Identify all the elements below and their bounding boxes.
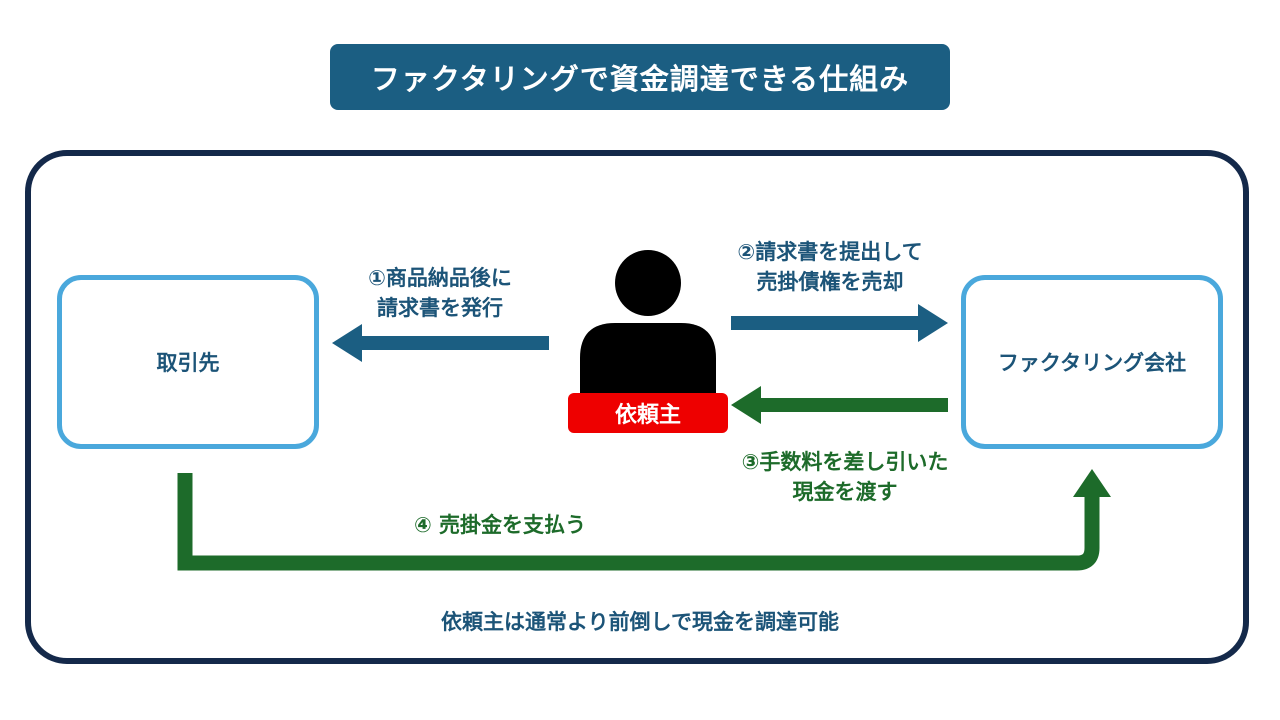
arrow-sell-receivable — [731, 304, 948, 342]
step-4-line-1: ④ 売掛金を支払う — [413, 513, 587, 537]
step-4-label: ④ 売掛金を支払う — [385, 510, 615, 540]
factoring-company-box: ファクタリング会社 — [961, 275, 1223, 449]
step-3-line-2: 現金を渡す — [792, 480, 898, 504]
arrow-pay-receivable — [177, 473, 1100, 571]
step-1-line-2: 請求書を発行 — [377, 296, 503, 320]
footer-note: 依頼主は通常より前倒しで現金を調達可能 — [441, 610, 839, 634]
arrow-pay-receivable-head — [1073, 469, 1111, 497]
step-2-line-2: 売掛債権を売却 — [756, 270, 904, 294]
title-banner: ファクタリングで資金調達できる仕組み — [330, 44, 950, 110]
page-title: ファクタリングで資金調達できる仕組み — [370, 62, 910, 96]
step-1-label: ①商品納品後に 請求書を発行 — [340, 263, 540, 323]
step-1-line-1: ①商品納品後に — [368, 266, 512, 290]
step-3-label: ③手数料を差し引いた 現金を渡す — [715, 447, 975, 507]
customer-box: 取引先 — [57, 275, 319, 449]
arrow-invoice-issue — [332, 324, 549, 362]
client-badge: 依頼主 — [568, 393, 728, 433]
diagram-frame — [25, 150, 1249, 664]
step-3-line-1: ③手数料を差し引いた — [741, 450, 949, 474]
step-2-label: ②請求書を提出して 売掛債権を売却 — [710, 237, 950, 297]
arrow-pay-cash — [731, 386, 948, 424]
factoring-company-label: ファクタリング会社 — [997, 351, 1187, 375]
step-2-line-1: ②請求書を提出して — [737, 240, 923, 264]
customer-label: 取引先 — [156, 351, 220, 375]
person-icon — [580, 250, 716, 393]
